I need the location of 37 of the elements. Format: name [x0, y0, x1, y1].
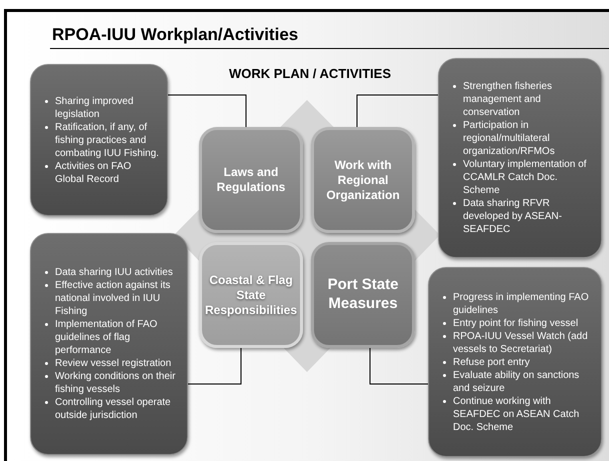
- bullet-text: Review vessel registration: [55, 357, 172, 370]
- bullet-text: Strengthen fisheries management and conservation: [463, 80, 553, 119]
- bullet-list-box: [438, 58, 602, 258]
- bullet-list-box: [30, 233, 188, 455]
- bullet-text: Voluntary implementation of CCAMLR Catch Doc. Scheme: [463, 158, 588, 197]
- bullet-text: RPOA-IUU Vessel Watch (add vessels to Secretariat): [453, 330, 589, 356]
- bullet-text: Ratification, if any, of fishing practices and combating IUU Fishing.: [55, 120, 160, 160]
- bullet-text: Activities on FAO Global Record: [55, 160, 132, 186]
- bullet-text: Evaluate ability on sanctions and seizure: [453, 368, 580, 394]
- bullet-text: Entry point for fishing vessel: [453, 316, 578, 330]
- bullet-text: Implementation of FAO guidelines of flag performance: [55, 318, 158, 357]
- topic-label: Work with Regional Organization: [325, 158, 401, 202]
- bullet-text: Working conditions on their fishing vessels: [55, 370, 176, 396]
- topic-box: [199, 127, 303, 233]
- bullet-list-box: [428, 267, 602, 457]
- slide-title: RPOA-IUU Workplan/Activities: [52, 24, 298, 46]
- bullet-text: Data sharing RFVR developed by ASEAN-SEAFDEC: [463, 197, 563, 236]
- topic-label: Laws and Regulations: [216, 165, 286, 195]
- bullet-text: Refuse port entry: [453, 356, 530, 368]
- topic-box: [311, 127, 415, 233]
- bullet-text: Sharing improved legislation: [55, 94, 134, 120]
- bullet-list-box: [30, 64, 168, 216]
- topic-label: Coastal & Flag State Responsibilities: [205, 272, 298, 318]
- bullet-text: Controlling vessel operate outside jurisdiction: [55, 396, 172, 422]
- topic-box: [199, 242, 303, 348]
- bullet-text: Participation in regional/multilateral organization/RFMOs: [463, 119, 556, 158]
- diagram-heading: WORK PLAN / ACTIVITIES: [228, 65, 392, 83]
- connector-line: [188, 348, 242, 384]
- connector-line: [370, 348, 428, 384]
- connector-line: [168, 94, 246, 128]
- topic-label: Port State Measures: [326, 276, 400, 314]
- bullet-text: Data sharing IUU activities: [55, 266, 173, 279]
- topic-box: [311, 242, 415, 348]
- connector-line: [356, 94, 438, 128]
- bullet-text: Effective action against its national involved in IUU Fishing: [55, 279, 172, 318]
- bullet-text: Continue working with SEAFDEC on ASEAN Catch Doc. Scheme: [453, 394, 580, 434]
- bullet-text: Progress in implementing FAO guidelines: [453, 290, 590, 316]
